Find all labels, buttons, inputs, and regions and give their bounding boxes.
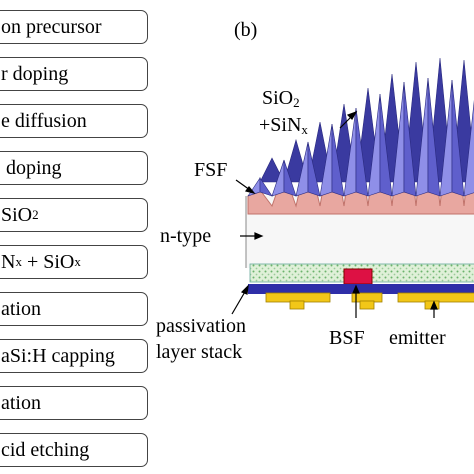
step-diffusion: e diffusion <box>0 104 148 138</box>
pyramid-face-right <box>283 159 297 197</box>
step-sub: x <box>15 254 22 269</box>
sio2-label: SiO2 <box>262 88 300 109</box>
step-doping-2: doping <box>0 151 148 185</box>
step-text: ation <box>1 297 41 320</box>
pyramid-face-right <box>355 107 369 197</box>
step-precursor: on precursor <box>0 10 148 44</box>
metal-contacts <box>265 292 474 310</box>
passivation-arrow <box>231 289 247 315</box>
passivation-label-1: passivation <box>156 315 246 337</box>
pyramid-face-right <box>403 81 417 197</box>
fsf-label: FSF <box>194 159 228 181</box>
pyramid-face-right <box>259 177 273 197</box>
panel-label: (b) <box>234 19 258 41</box>
step-sub: x <box>74 254 81 269</box>
sio2-arrowhead <box>346 110 358 120</box>
sinx-text: +SiN <box>259 114 302 136</box>
step-acid-etching: cid etching <box>0 433 148 467</box>
emitter-label: emitter <box>389 327 446 349</box>
emitter-arrowhead <box>430 300 438 310</box>
step-text: ation <box>1 391 41 414</box>
step-capping: aSi:H capping <box>0 339 148 373</box>
step-text: N <box>1 250 16 273</box>
passivation-arrowhead <box>240 284 249 295</box>
fsf-arrowhead <box>244 186 256 195</box>
step-text: doping <box>1 156 62 179</box>
sinx-sub: x <box>301 122 308 137</box>
sio2-sub: 2 <box>293 95 300 110</box>
sinx-label: +SiNx <box>259 115 308 136</box>
bsf-arrowhead <box>352 284 360 294</box>
pyramid-face-right <box>307 141 321 197</box>
step-sub: 2 <box>32 207 39 222</box>
step-doping-1: r doping <box>0 57 148 91</box>
step-text: on precursor <box>1 15 102 38</box>
step-ation-2: ation <box>0 386 148 420</box>
step-text: r doping <box>1 62 69 85</box>
ntype-label: n-type <box>160 225 212 247</box>
step-text: e diffusion <box>1 109 87 132</box>
pyramid-face-left <box>463 99 474 197</box>
step-text: aSi:H capping <box>1 344 115 367</box>
pyramid-face-right <box>331 123 345 197</box>
bsf-region <box>343 268 373 285</box>
ntype-arrowhead <box>254 232 264 240</box>
pyramid-face-right <box>451 79 465 197</box>
step-ation-1: ation <box>0 292 148 326</box>
pyramid-face-right <box>427 77 441 197</box>
bsf-label: BSF <box>329 327 365 349</box>
back-dielectric <box>248 284 474 294</box>
sio2-arrow <box>339 115 353 129</box>
back-pyramid <box>259 157 285 183</box>
pyramid-texture <box>247 57 474 197</box>
step-text: cid etching <box>1 438 90 461</box>
passivation-label-2: layer stack <box>156 341 243 363</box>
step-text: + SiO <box>21 250 75 273</box>
pyramid-face-right <box>379 93 393 197</box>
sio2-text: SiO <box>262 87 294 109</box>
step-text: SiO <box>1 203 33 226</box>
